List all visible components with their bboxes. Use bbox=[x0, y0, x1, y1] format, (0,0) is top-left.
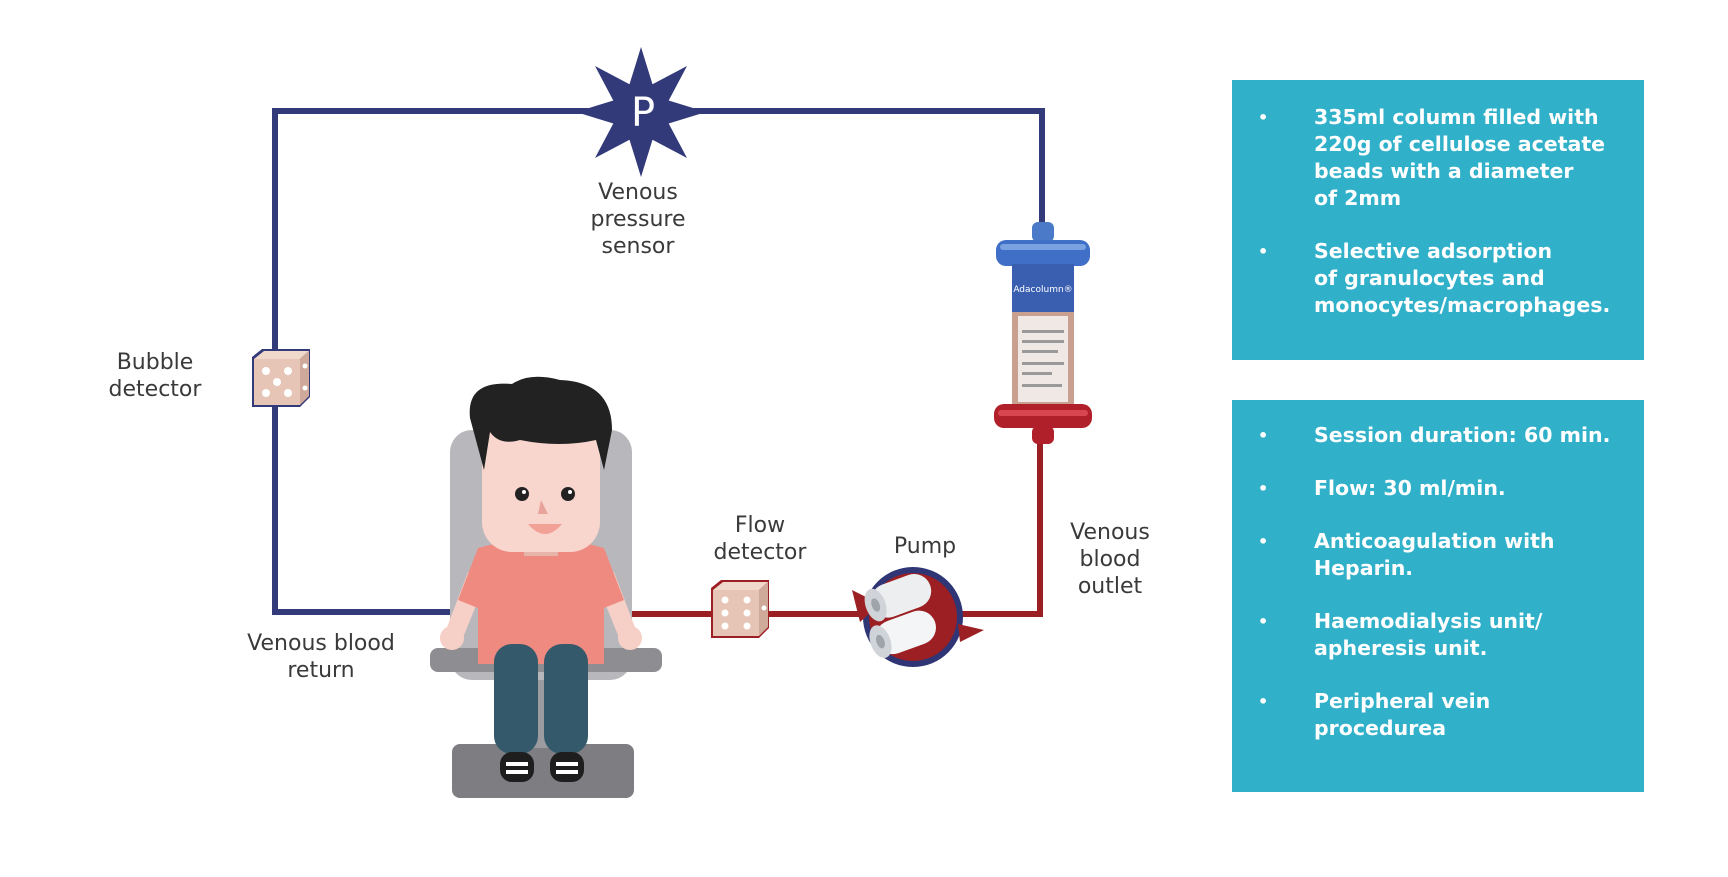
pressure-star-icon: P bbox=[576, 47, 706, 177]
list-item: Session duration: 60 min. bbox=[1258, 422, 1618, 449]
column-info-list: 335ml column filled with 220g of cellulo… bbox=[1258, 104, 1618, 319]
bubble-detector-label: Bubble detector bbox=[108, 350, 202, 402]
list-item: Anticoagulation with Heparin. bbox=[1258, 528, 1618, 582]
return-line bbox=[272, 108, 1045, 615]
list-item: Selective adsorption of granulocytes and… bbox=[1258, 238, 1618, 319]
venous-blood-outlet-label: Venous blood outlet bbox=[1070, 520, 1150, 599]
adsorption-column-icon: Adacolumn® bbox=[994, 222, 1092, 444]
pressure-symbol: P bbox=[631, 90, 655, 136]
bubble-detector-icon bbox=[252, 349, 310, 407]
column-brand: Adacolumn® bbox=[1013, 285, 1072, 295]
session-info-box: Session duration: 60 min. Flow: 30 ml/mi… bbox=[1232, 400, 1644, 792]
list-item: Flow: 30 ml/min. bbox=[1258, 475, 1618, 502]
flow-detector-icon bbox=[711, 580, 769, 638]
list-item: 335ml column filled with 220g of cellulo… bbox=[1258, 104, 1618, 212]
venous-pressure-sensor-label: Venous pressure sensor bbox=[590, 180, 686, 259]
pump-icon bbox=[852, 567, 984, 667]
flow-detector-label: Flow detector bbox=[713, 513, 807, 565]
list-item: Peripheral vein procedurea bbox=[1258, 688, 1618, 742]
outlet-line bbox=[620, 440, 1043, 617]
column-info-box: 335ml column filled with 220g of cellulo… bbox=[1232, 80, 1644, 360]
list-item: Haemodialysis unit/ apheresis unit. bbox=[1258, 608, 1618, 662]
venous-blood-return-label: Venous blood return bbox=[247, 631, 395, 683]
session-info-list: Session duration: 60 min. Flow: 30 ml/mi… bbox=[1258, 422, 1618, 742]
pump-label: Pump bbox=[893, 534, 957, 559]
seated-patient-icon bbox=[430, 376, 662, 798]
